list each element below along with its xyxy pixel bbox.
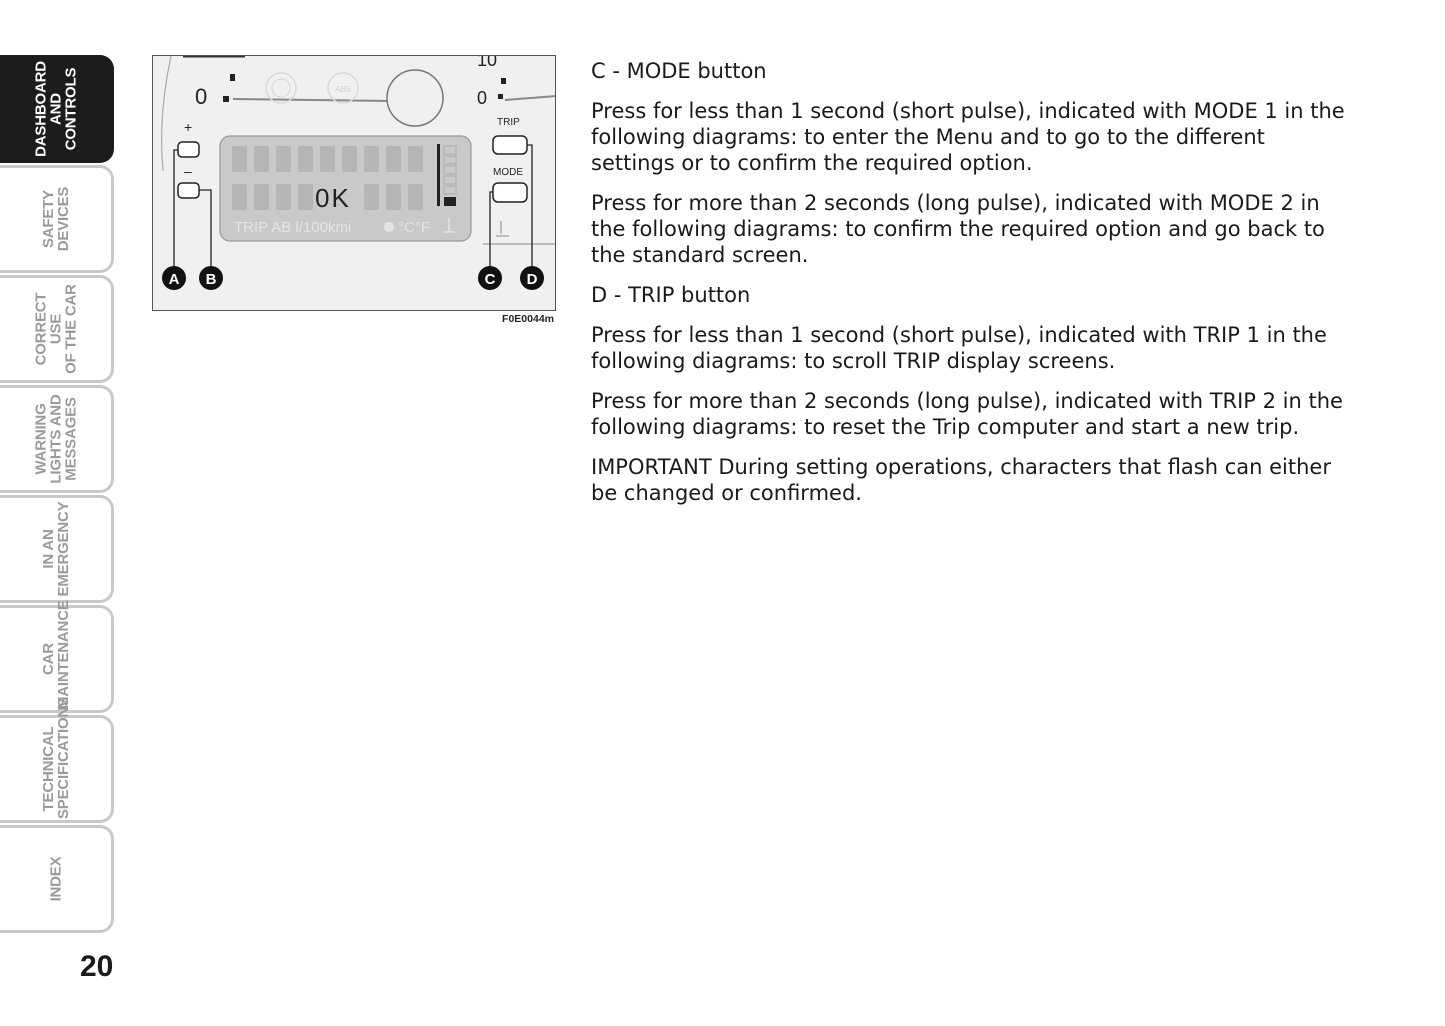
mode-button[interactable] (492, 182, 528, 203)
svg-text:A: A (169, 271, 180, 288)
trip-button-heading: D - TRIP button (591, 283, 751, 307)
trip-label: TRIP (497, 117, 520, 128)
tab-label: CORRECT USE OF THE CAR (32, 284, 79, 374)
temperature-icon (443, 218, 455, 233)
tab-label: WARNING LIGHTS AND MESSAGES (32, 394, 79, 484)
gauge-zero-left: 0 (195, 84, 207, 109)
tab-label: CAR MAINTENANCE (39, 600, 72, 709)
svg-text:C: C (485, 271, 496, 288)
abs-label: ABS (335, 85, 351, 94)
tab-label: INDEX (47, 856, 64, 902)
mode-short-press-text: Press for less than 1 second (short puls… (591, 99, 1345, 175)
mode-button-heading: C - MODE button (591, 59, 767, 83)
instrument-panel-figure: 0 ABS 10 0 0K TRIP AB l/100kmi ° (152, 55, 556, 311)
svg-text:B: B (206, 271, 217, 288)
trip-button[interactable] (492, 135, 528, 155)
lcd-message: 0K (315, 183, 351, 213)
page-number: 20 (80, 950, 114, 983)
lcd-units: °C°F (398, 219, 430, 236)
tab-index[interactable]: INDEX (0, 825, 114, 933)
tab-car-maintenance[interactable]: CAR MAINTENANCE (0, 600, 114, 713)
figure-code: F0E0044m (502, 313, 554, 325)
minus-label: – (184, 163, 192, 179)
tab-label: IN AN EMERGENCY (39, 501, 72, 597)
instrument-panel-illustration: 0 ABS 10 0 0K TRIP AB l/100kmi ° (161, 56, 555, 290)
tab-label: DASHBOARD AND CONTROLS (32, 61, 79, 157)
tab-dashboard-and-controls[interactable]: DASHBOARD AND CONTROLS (0, 55, 114, 163)
callout-c: C (478, 266, 502, 290)
trip-long-press-text: Press for more than 2 seconds (long puls… (591, 389, 1343, 439)
important-note: IMPORTANT During setting operations, cha… (591, 455, 1331, 505)
body-text: C - MODE button Press for less than 1 se… (591, 58, 1351, 520)
tab-in-an-emergency[interactable]: IN AN EMERGENCY (0, 495, 114, 603)
trip-short-press-text: Press for less than 1 second (short puls… (591, 323, 1327, 373)
svg-text:10: 10 (477, 56, 497, 70)
callout-a: A (162, 266, 186, 290)
tab-correct-use[interactable]: CORRECT USE OF THE CAR (0, 275, 114, 383)
tab-label: TECHNICAL SPECIFICATIONS (39, 697, 72, 819)
svg-text:D: D (527, 271, 538, 288)
lcd-trip-label: TRIP AB l/100kmi (234, 219, 351, 236)
callout-leaders (173, 144, 533, 266)
tab-safety-devices[interactable]: SAFETY DEVICES (0, 165, 114, 273)
tab-warning-lights[interactable]: WARNING LIGHTS AND MESSAGES (0, 385, 114, 493)
mode-long-press-text: Press for more than 2 seconds (long puls… (591, 191, 1325, 267)
warning-light-icon (265, 72, 297, 104)
minus-button[interactable] (177, 182, 200, 199)
tab-label: SAFETY DEVICES (39, 186, 72, 252)
gauge-zero-right: 0 (477, 88, 487, 108)
abs-icon (327, 72, 359, 104)
plus-button[interactable] (177, 141, 200, 158)
level-bar (443, 145, 457, 195)
mode-label: MODE (493, 167, 523, 178)
callout-d: D (520, 266, 544, 290)
callout-b: B (199, 266, 223, 290)
plus-label: + (184, 119, 192, 135)
tab-technical-specifications[interactable]: TECHNICAL SPECIFICATIONS (0, 697, 114, 823)
lcd-segments (232, 146, 423, 210)
